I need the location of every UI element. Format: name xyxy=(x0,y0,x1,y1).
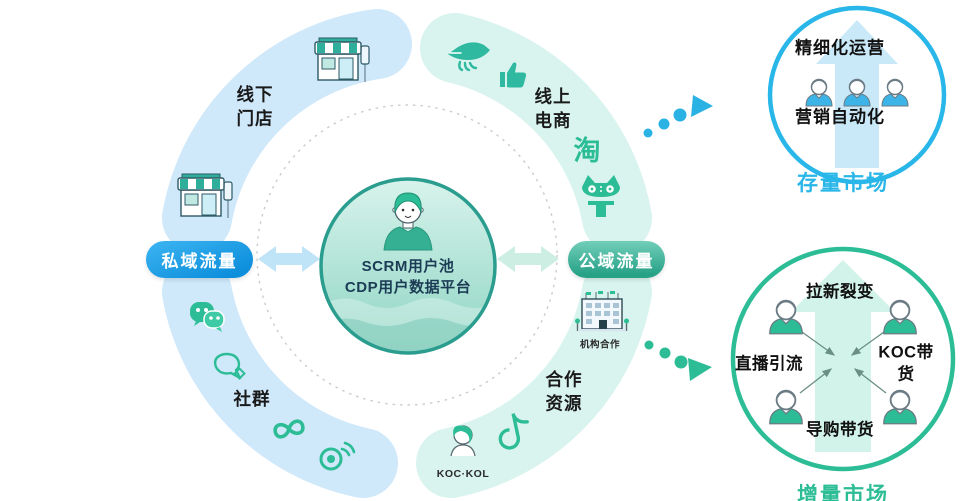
wechat-icon xyxy=(190,302,225,332)
cooperation-resources-label: 合作 资源 xyxy=(545,369,583,413)
community-label: 社群 xyxy=(233,389,271,410)
douyin-icon xyxy=(498,413,529,450)
marketing-automation-label: 营销自动化 xyxy=(795,107,885,127)
qq-icon xyxy=(213,352,246,380)
dotted-arrow-up xyxy=(643,95,713,138)
incremental-market-title: 增量市场 xyxy=(797,483,889,501)
offline-stores-label: 线下 门店 xyxy=(236,84,274,128)
koc-person-icon xyxy=(450,425,476,457)
existing-market-circle xyxy=(767,5,947,185)
new-user-fission-label: 拉新裂变 xyxy=(806,282,874,301)
guide-sales-label: 导购带货 xyxy=(806,420,874,439)
live-stream-label: 直播引流 xyxy=(735,354,803,373)
weibo-icon xyxy=(319,441,356,471)
converging-arrows xyxy=(799,331,887,394)
fish-icon xyxy=(448,42,490,72)
center-platform-title: SCRM用户池 CDP用户数据平台 xyxy=(318,256,498,298)
right-double-arrow xyxy=(497,246,559,272)
incremental-market-circle xyxy=(730,246,956,472)
taobao-icon: 淘 xyxy=(573,135,601,166)
thumbs-up-icon xyxy=(500,62,527,88)
left-double-arrow xyxy=(258,246,320,272)
infinity-icon xyxy=(273,419,305,439)
tmall-cat-icon xyxy=(582,175,620,217)
dotted-arrow-down xyxy=(644,340,712,381)
online-ecommerce-label: 线上 电商 xyxy=(534,86,572,130)
existing-market-title: 存量市场 xyxy=(797,171,889,195)
user-avatar-icon xyxy=(383,192,433,251)
center-title-line1: SCRM用户池 xyxy=(361,258,455,275)
public-traffic-pill: 公域流量 xyxy=(568,241,665,278)
up-arrow-shape xyxy=(791,260,895,452)
private-traffic-pill: 私域流量 xyxy=(146,241,253,278)
center-title-line2: CDP用户数据平台 xyxy=(344,279,472,296)
koc-sales-label: KOC带货 xyxy=(878,343,934,384)
refined-operations-label: 精细化运营 xyxy=(795,38,885,58)
building-icon xyxy=(575,291,629,332)
org-cooperation-label: 机构合作 xyxy=(579,339,621,351)
koc-kol-label: KOC·KOL xyxy=(436,467,490,480)
dashed-circle xyxy=(256,104,558,406)
